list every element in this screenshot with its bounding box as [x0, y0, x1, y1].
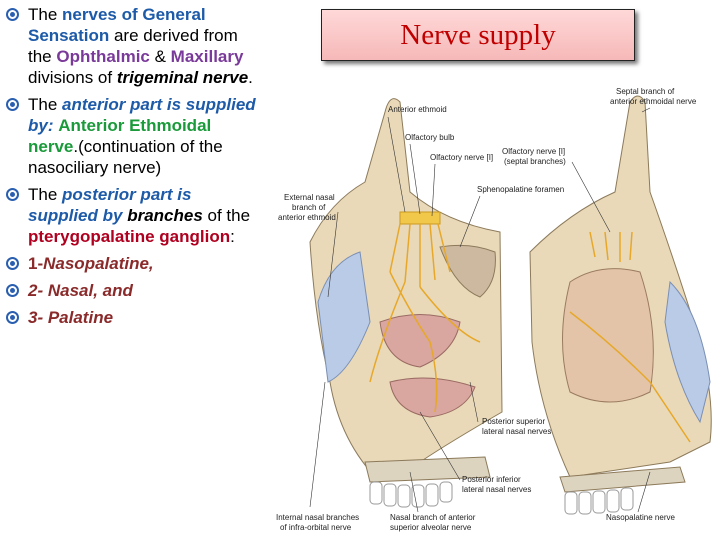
label-external-nasal-2: branch of: [292, 203, 326, 212]
bullet-text: &: [149, 47, 171, 66]
bullet-text: :: [230, 227, 235, 246]
label-olfactory-septal-2: (septal branches): [504, 157, 566, 166]
slide-title: Nerve supply: [400, 18, 556, 51]
label-internal-nasal-2: of infra-orbital nerve: [280, 523, 352, 532]
septum-panel: [529, 95, 712, 515]
label-post-sup-1: Posterior superior: [482, 417, 545, 426]
bullet-text: anterior part is supplied by:: [28, 95, 256, 135]
bullet-item: 3- Palatine: [6, 307, 258, 328]
label-nasal-branch-1: Nasal branch of anterior: [390, 513, 476, 522]
slide-title-box: Nerve supply: [321, 9, 635, 61]
bullet-text: 2- Nasal, and: [28, 281, 133, 300]
bullet-text: are derived from the: [28, 26, 238, 66]
bullet-item: The nerves of General Sensation are deri…: [6, 4, 258, 88]
bullet-text: pterygopalatine ganglion: [28, 227, 231, 246]
nasal-nerve-illustration: Anterior ethmoid Olfactory bulb Olfactor…: [270, 82, 720, 540]
bullet-list: The nerves of General Sensation are deri…: [6, 4, 258, 334]
bullet-text: 3- Palatine: [28, 308, 114, 327]
bullet-text: The: [28, 95, 63, 114]
label-post-sup-2: lateral nasal nerves: [482, 427, 551, 436]
label-olfactory-nerve: Olfactory nerve [I]: [430, 153, 493, 162]
bullet-icon: [6, 284, 19, 297]
bullet-text: Maxillary: [170, 47, 244, 66]
bullet-text: The: [28, 5, 63, 24]
bullet-icon: [6, 8, 19, 21]
label-nasal-branch-2: superior alveolar nerve: [390, 523, 472, 532]
upper-teeth-right: [564, 487, 634, 515]
leader-lines: [309, 107, 651, 513]
bullet-item: The anterior part is supplied by: Anteri…: [6, 94, 258, 178]
label-internal-nasal-1: Internal nasal branches: [276, 513, 359, 522]
bullet-text: Nasopalatine,: [43, 254, 154, 273]
bullet-item: The posterior part is supplied by branch…: [6, 184, 258, 247]
bullet-text: Ophthalmic: [56, 47, 150, 66]
bullet-item: 2- Nasal, and: [6, 280, 258, 301]
bullet-text: of the: [202, 206, 251, 225]
label-post-inf-1: Posterior inferior: [462, 475, 521, 484]
bullet-icon: [6, 188, 19, 201]
bullet-text: nerves of General Sensation: [28, 5, 206, 45]
label-olfactory-bulb: Olfactory bulb: [405, 133, 455, 142]
bullet-text: Anterior Ethmoidal nerve: [28, 116, 212, 156]
bullet-text: trigeminal nerve: [116, 68, 249, 87]
label-external-nasal-3: anterior ethmoid: [278, 213, 336, 222]
label-external-nasal-1: External nasal: [284, 193, 335, 202]
label-septal-branch-2: anterior ethmoidal nerve: [610, 97, 697, 106]
bullet-text: divisions of: [28, 68, 117, 87]
bullet-text: 1-: [28, 254, 44, 273]
bullet-icon: [6, 311, 19, 324]
anatomy-svg: Anterior ethmoid Olfactory bulb Olfactor…: [276, 87, 712, 532]
bullet-icon: [6, 257, 19, 270]
bullet-text: posterior part is supplied by: [28, 185, 192, 225]
label-olfactory-septal-1: Olfactory nerve [I]: [502, 147, 565, 156]
bullet-icon: [6, 98, 19, 111]
bullet-item: 1-Nasopalatine,: [6, 253, 258, 274]
bullet-text: The: [28, 185, 63, 204]
label-nasopalatine: Nasopalatine nerve: [606, 513, 675, 522]
bullet-text: branches: [127, 206, 203, 225]
upper-teeth-left: [369, 481, 453, 508]
label-post-inf-2: lateral nasal nerves: [462, 485, 531, 494]
lateral-wall-panel: [309, 98, 503, 508]
bullet-text: .: [248, 68, 253, 87]
label-anterior-ethmoid: Anterior ethmoid: [388, 105, 447, 114]
bullet-text: .(continuation of the nasociliary nerve): [28, 137, 223, 177]
label-septal-branch-1: Septal branch of: [616, 87, 675, 96]
label-sphenopalatine-foramen: Sphenopalatine foramen: [477, 185, 564, 194]
